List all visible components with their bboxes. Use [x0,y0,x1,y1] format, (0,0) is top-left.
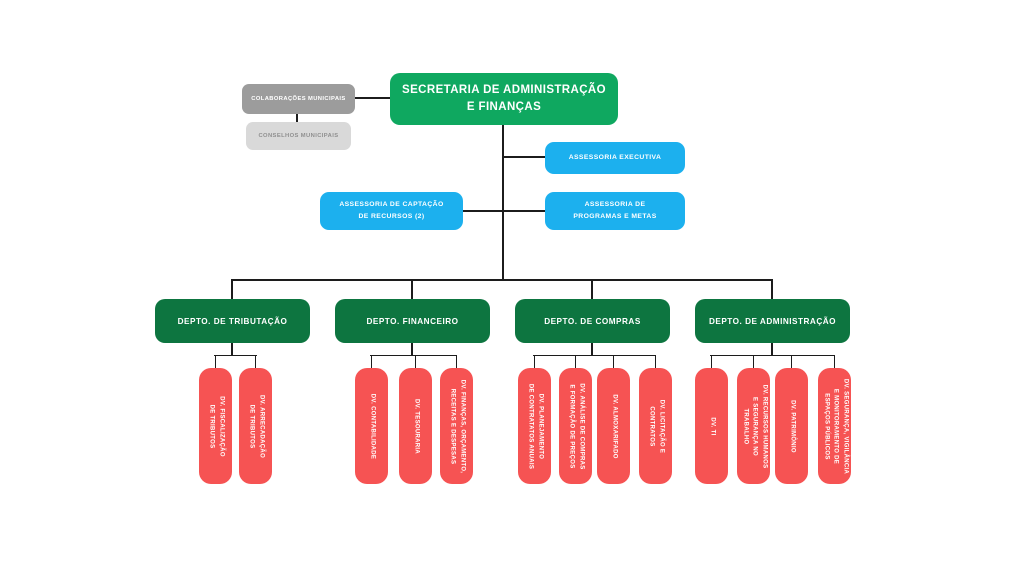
node-depto-tributacao: DEPTO. DE TRIBUTAÇÃO [155,299,310,343]
connector-line [533,354,656,356]
node-depto-compras-label: DEPTO. DE COMPRAS [544,316,641,326]
node-assessoria-captacao-label: ASSESSORIA DE CAPTAÇÃO DE RECURSOS (2) [339,201,444,220]
division-label: DV. PLANEJAMENTO DE CONTRATATOS ANUAIS [527,383,544,469]
division-fiscalizacao-tributos: DV. FISCALIZAÇÃO DE TRIBUTOS [199,368,232,484]
division-contabilidade: DV. CONTABILIDADE [355,368,388,484]
division-analise-compras: DV. ANÁLISE DE COMPRAS E FORMAÇÃO DE PRE… [559,368,592,484]
connector-line [231,281,233,299]
connector-line [214,354,257,356]
node-secretaria: SECRETARIA DE ADMINISTRAÇÃO E FINANÇAS [390,73,618,125]
connector-line [710,356,712,368]
division-ti: DV. TI [695,368,728,484]
connector-line [214,356,216,368]
division-label: DV. TESOURARIA [413,398,420,454]
connector-line [612,356,614,368]
node-depto-compras: DEPTO. DE COMPRAS [515,299,670,343]
division-seguranca-vigilancia: DV. SEGURANÇA, VIGILÂNCIA E MONITORAMENT… [818,368,851,484]
connector-line [462,210,545,212]
division-label: DV. ARRECADAÇÃO DE TRIBUTOS [248,394,265,458]
connector-line [411,281,413,299]
node-assessoria-captacao-recursos: ASSESSORIA DE CAPTAÇÃO DE RECURSOS (2) [320,192,463,230]
node-assessoria-programas-metas: ASSESSORIA DE PROGRAMAS E METAS [545,192,685,230]
division-arrecadacao-tributos: DV. ARRECADAÇÃO DE TRIBUTOS [239,368,272,484]
connector-line [752,356,754,368]
connector-line [414,356,416,368]
connector-line [370,354,457,356]
node-colaboracoes-municipais: COLABORAÇÕES MUNICIPAIS [242,84,355,114]
connector-line [654,356,656,368]
connector-line [455,356,457,368]
node-conselhos-municipais: CONSELHOS MUNICIPAIS [246,122,351,150]
node-assessoria-executiva: ASSESSORIA EXECUTIVA [545,142,685,174]
connector-line [296,113,298,122]
node-depto-administracao-label: DEPTO. DE ADMINISTRAÇÃO [708,316,837,326]
division-label: DV. TI [709,416,716,436]
node-assessoria-programas-label: ASSESSORIA DE PROGRAMAS E METAS [573,201,657,220]
connector-line [231,279,773,281]
connector-line [771,281,773,299]
division-label: DV. SEGURANÇA, VIGILÂNCIA E MONITORAMENT… [822,378,849,474]
node-depto-tributacao-label: DEPTO. DE TRIBUTAÇÃO [177,316,288,326]
division-financas-orcamento: DV. FINANÇAS, ORÇAMENTO, RECEITAS E DESP… [440,368,473,484]
division-label: DV. FINANÇAS, ORÇAMENTO, RECEITAS E DESP… [449,379,466,473]
division-label: DV. CONTABILIDADE [369,393,376,459]
connector-line [771,343,773,356]
division-patrimonio: DV. PATRIMÔNIO [775,368,808,484]
division-licitacao-contratos: DV. LICITAÇÃO E CONTRATOS [639,368,672,484]
division-label: DV. FISCALIZAÇÃO DE TRIBUTOS [208,395,225,457]
node-depto-financeiro: DEPTO. FINANCEIRO [335,299,490,343]
division-planejamento-contratos: DV. PLANEJAMENTO DE CONTRATATOS ANUAIS [518,368,551,484]
node-secretaria-label: SECRETARIA DE ADMINISTRAÇÃO E FINANÇAS [402,84,606,113]
division-label: DV. ALMOXARIFADO [611,393,618,459]
connector-line [504,156,545,158]
connector-line [591,281,593,299]
division-label: DV. RECURSOS HUMANOS E SEGURANÇA NO TRAB… [741,384,768,468]
connector-line [591,343,593,356]
connector-line [833,356,835,368]
division-label: DV. PATRIMÔNIO [789,399,796,453]
connector-line [370,356,372,368]
connector-line [574,356,576,368]
division-label: DV. LICITAÇÃO E CONTRATOS [648,399,665,453]
node-conselhos-label: CONSELHOS MUNICIPAIS [258,133,339,139]
division-label: DV. ANÁLISE DE COMPRAS E FORMAÇÃO DE PRE… [568,382,585,470]
connector-line [533,356,535,368]
node-assessoria-executiva-label: ASSESSORIA EXECUTIVA [568,154,662,162]
connector-line [254,356,256,368]
division-recursos-humanos: DV. RECURSOS HUMANOS E SEGURANÇA NO TRAB… [737,368,770,484]
node-colaboracoes-label: COLABORAÇÕES MUNICIPAIS [251,96,346,102]
connector-line [710,354,835,356]
connector-line [790,356,792,368]
connector-line [231,343,233,356]
division-almoxarifado: DV. ALMOXARIFADO [597,368,630,484]
node-depto-administracao: DEPTO. DE ADMINISTRAÇÃO [695,299,850,343]
connector-line [502,125,504,281]
connector-line [411,343,413,356]
connector-line [355,97,390,99]
node-depto-financeiro-label: DEPTO. FINANCEIRO [366,316,459,326]
division-tesouraria: DV. TESOURARIA [399,368,432,484]
